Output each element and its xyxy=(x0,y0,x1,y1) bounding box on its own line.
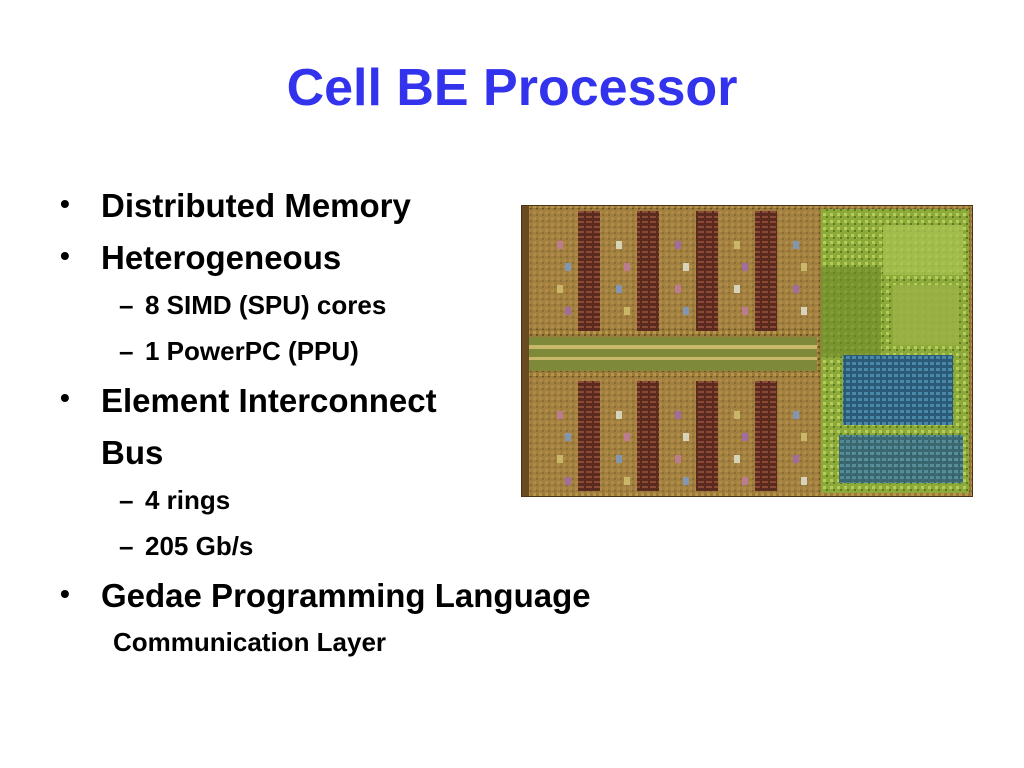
die-column xyxy=(696,381,718,491)
slide-title: Cell BE Processor xyxy=(286,59,738,117)
die-memory-array xyxy=(565,263,571,271)
die-column xyxy=(696,211,718,331)
die-memory-array xyxy=(801,263,807,271)
die-memory-array xyxy=(793,455,799,463)
die-memory-array xyxy=(616,285,622,293)
die-memory-array xyxy=(675,455,681,463)
die-memory-array xyxy=(624,263,630,271)
bullet-gedae: Gedae Programming Language xyxy=(101,577,591,614)
die-memory-array xyxy=(734,411,740,419)
die-column xyxy=(578,211,600,331)
die-memory-array xyxy=(616,455,622,463)
bullet-heterogeneous: Heterogeneous xyxy=(101,239,342,276)
die-memory-array xyxy=(801,477,807,485)
sub-bullet-marker: – xyxy=(119,290,134,320)
die-memory-array xyxy=(683,307,689,315)
die-memory-array xyxy=(793,411,799,419)
die-memory-array xyxy=(734,455,740,463)
sub-bullet-bandwidth: 205 Gb/s xyxy=(145,531,254,561)
die-memory-array xyxy=(793,285,799,293)
sub-bullet-powerpc: 1 PowerPC (PPU) xyxy=(145,336,359,366)
die-column xyxy=(755,381,777,491)
die-memory-array xyxy=(683,477,689,485)
die-memory-array xyxy=(616,411,622,419)
die-memory-array xyxy=(557,241,563,249)
die-memory-array xyxy=(683,433,689,441)
die-memory-array xyxy=(624,307,630,315)
bullet-marker: • xyxy=(60,578,70,609)
sub-bullet-marker: – xyxy=(119,531,134,561)
bullet-marker: • xyxy=(60,382,70,413)
sub-line-communication-layer: Communication Layer xyxy=(113,627,387,657)
die-memory-array xyxy=(734,285,740,293)
die-memory-array xyxy=(557,285,563,293)
bullet-element-interconnect: Element Interconnect xyxy=(101,382,437,419)
die-memory-array xyxy=(742,263,748,271)
die-memory-array xyxy=(565,433,571,441)
die-column xyxy=(637,211,659,331)
sub-bullet-rings: 4 rings xyxy=(145,485,231,515)
bullet-marker: • xyxy=(60,188,70,219)
cell-processor-die-photo xyxy=(521,205,973,497)
sub-bullet-marker: – xyxy=(119,485,134,515)
die-memory-array xyxy=(801,307,807,315)
die-graphic xyxy=(521,205,973,497)
die-memory-array xyxy=(565,477,571,485)
die-memory-array xyxy=(565,307,571,315)
sub-bullet-marker: – xyxy=(119,336,134,366)
die-memory-array xyxy=(742,477,748,485)
die-memory-array xyxy=(675,241,681,249)
die-column xyxy=(637,381,659,491)
die-memory-array xyxy=(675,411,681,419)
sub-bullet-spu-cores: 8 SIMD (SPU) cores xyxy=(145,290,387,320)
die-memory-array xyxy=(675,285,681,293)
die-memory-array xyxy=(801,433,807,441)
die-memory-array xyxy=(734,241,740,249)
bullet-distributed-memory: Distributed Memory xyxy=(101,187,411,224)
die-memory-array xyxy=(624,477,630,485)
die-memory-array xyxy=(557,411,563,419)
die-memory-array xyxy=(683,263,689,271)
die-memory-array xyxy=(616,241,622,249)
die-column xyxy=(755,211,777,331)
die-memory-array xyxy=(742,433,748,441)
die-memory-array xyxy=(742,307,748,315)
die-memory-array xyxy=(624,433,630,441)
die-memory-array xyxy=(793,241,799,249)
die-column xyxy=(578,381,600,491)
bullet-marker: • xyxy=(60,240,70,271)
bullet-bus-continuation: Bus xyxy=(101,434,164,471)
die-memory-array xyxy=(557,455,563,463)
